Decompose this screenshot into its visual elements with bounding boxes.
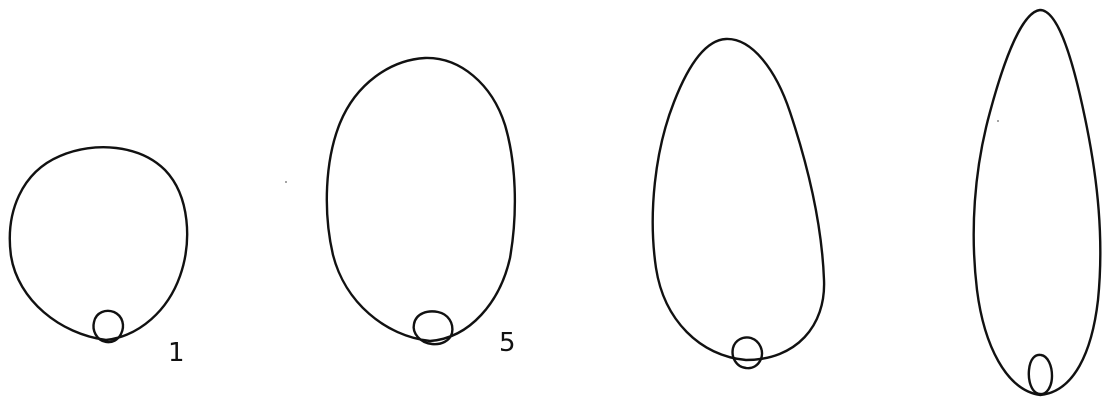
figure-7-outline <box>974 10 1101 395</box>
figure-5 <box>653 39 824 368</box>
figure-3: 5 <box>327 58 516 358</box>
figure-7-small-oval <box>1029 355 1052 394</box>
figure-3-small-circle <box>414 311 453 344</box>
figure-3-outline <box>327 58 515 341</box>
figure-3-label: 5 <box>499 328 516 358</box>
speck-mark <box>285 181 287 183</box>
speck-mark <box>997 120 999 122</box>
figure-7 <box>974 10 1101 395</box>
figure-5-small-circle <box>733 337 762 368</box>
figure-1: 1 <box>10 147 187 368</box>
figure-1-label: 1 <box>168 338 185 368</box>
figure-5-outline <box>653 39 824 360</box>
figure-1-outline <box>10 147 187 340</box>
figure-1-small-circle <box>94 311 123 342</box>
